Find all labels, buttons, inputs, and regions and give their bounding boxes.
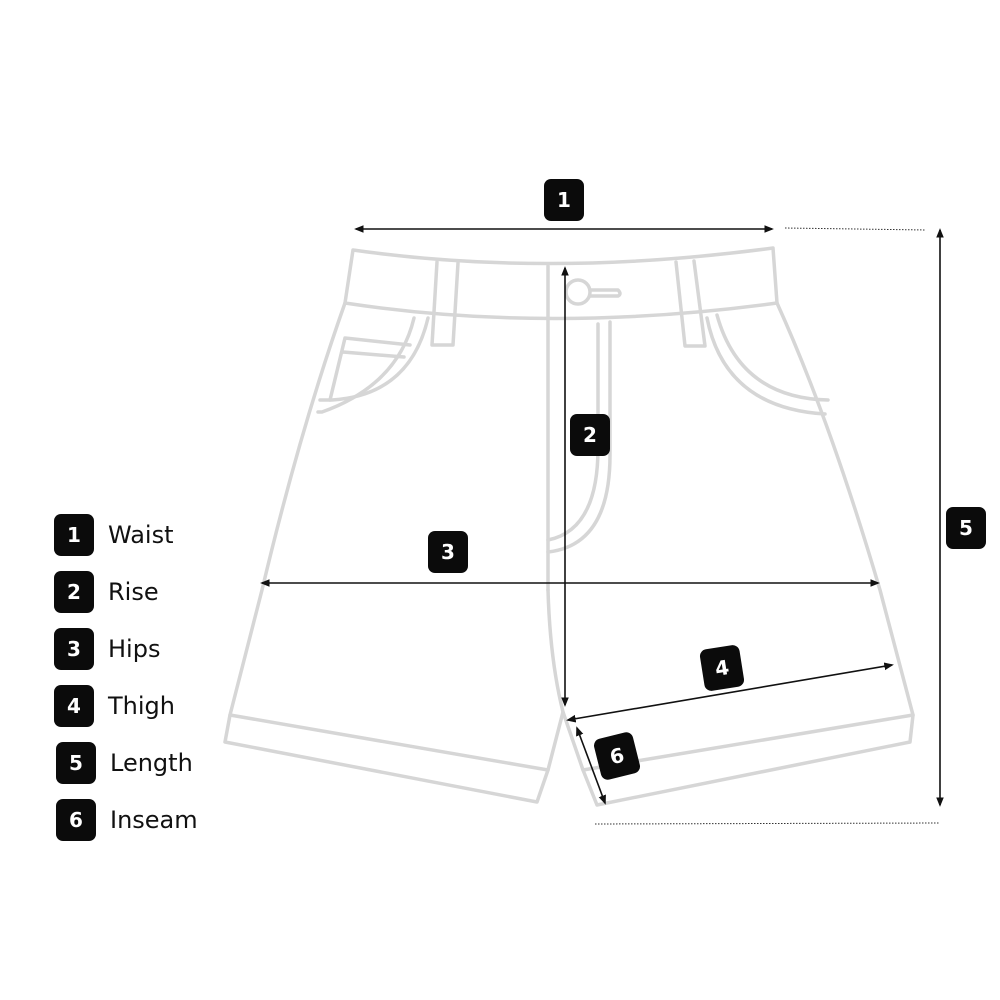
thigh-line [566,662,894,723]
legend-item-hips: 3 Hips [54,628,160,670]
legend-badge: 5 [56,742,96,784]
legend-item-rise: 2 Rise [54,571,159,613]
marker-5-label: 5 [959,516,973,540]
marker-1-label: 1 [557,188,571,212]
legend-label: Length [110,749,193,777]
legend-badge: 1 [54,514,94,556]
legend-label: Thigh [108,692,175,720]
marker-6-label: 6 [607,743,626,770]
legend-badge: 4 [54,685,94,727]
legend-item-length: 5 Length [56,742,193,784]
legend-label: Rise [108,578,159,606]
legend-badge: 3 [54,628,94,670]
marker-4-label: 4 [713,655,731,681]
legend-label: Hips [108,635,161,663]
marker-5: 5 [946,507,986,549]
marker-3-label: 3 [441,540,455,564]
marker-3: 3 [428,531,468,573]
marker-6: 6 [593,732,641,780]
waist-guide-dotted [784,227,927,231]
shorts-outline [223,246,915,807]
marker-2: 2 [570,414,610,456]
legend-badge: 6 [56,799,96,841]
hem-guide-dotted [594,822,941,825]
marker-4: 4 [699,645,745,691]
legend-item-inseam: 6 Inseam [56,799,198,841]
inseam-line [576,726,606,805]
legend-item-thigh: 4 Thigh [54,685,175,727]
measure-lines [260,225,944,825]
marker-1: 1 [544,179,584,221]
legend-label: Inseam [110,806,198,834]
legend-item-waist: 1 Waist [54,514,173,556]
marker-2-label: 2 [583,423,597,447]
legend-badge: 2 [54,571,94,613]
legend-label: Waist [108,521,174,549]
